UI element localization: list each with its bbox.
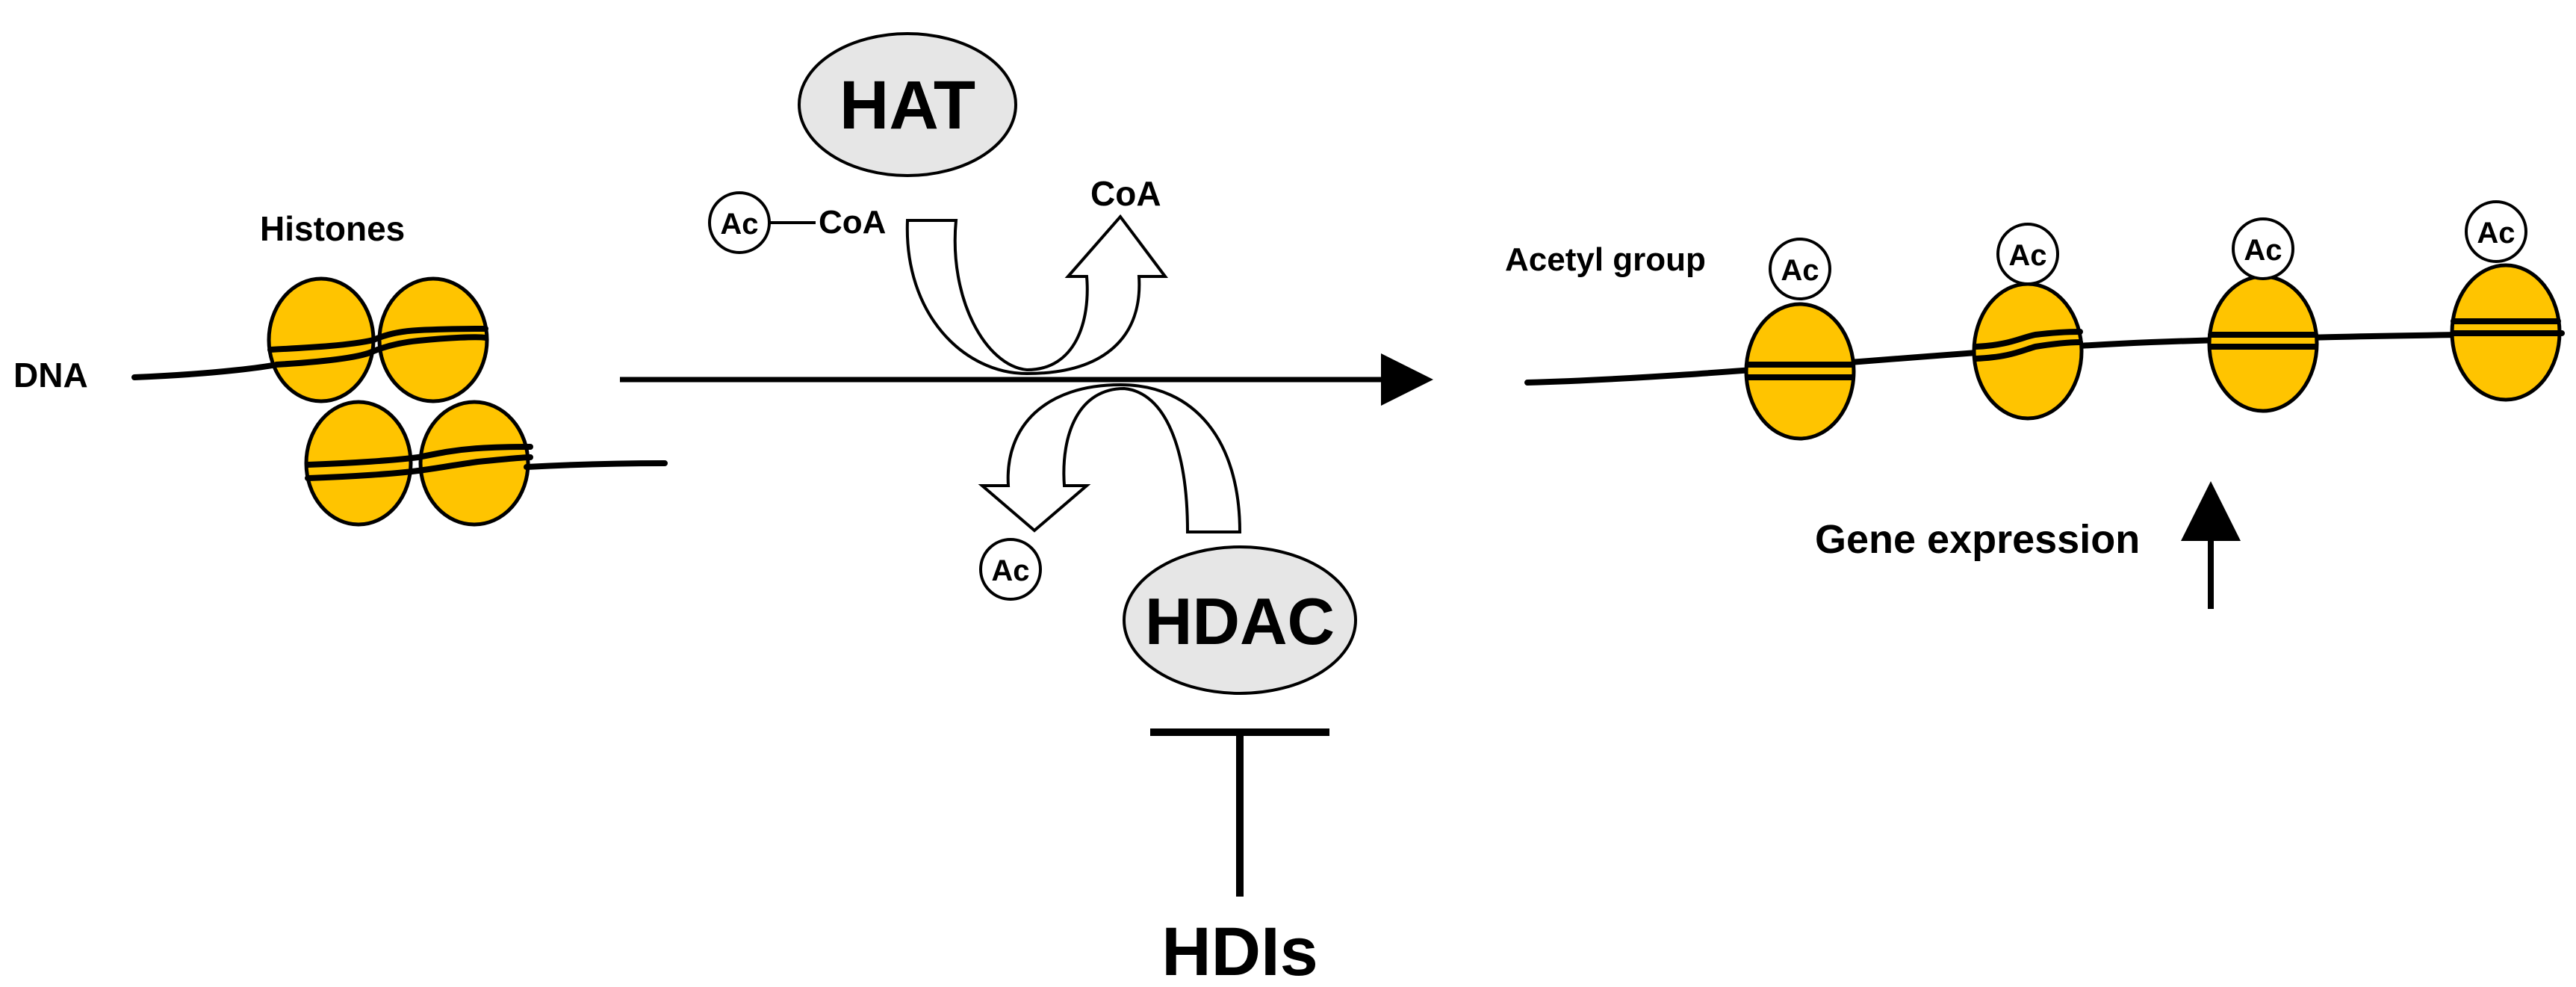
dna-wrap xyxy=(1973,329,2083,350)
hdac-removal-arrow xyxy=(978,383,1242,533)
ac-circle-released xyxy=(979,538,1042,601)
relaxed-chromatin: Ac Ac Ac Ac Acetyl group Gene expression xyxy=(1505,200,2565,609)
condensed-chromatin: DNA Histones xyxy=(13,209,668,527)
label-acetyl-group: Acetyl group xyxy=(1505,241,1706,278)
ac-circle-acetyl xyxy=(2465,200,2527,263)
label-histones: Histones xyxy=(260,209,405,248)
acetylation-reaction: HAT Ac CoA CoA Ac HDAC HDIs xyxy=(620,32,1433,987)
ac-circle-acetyl xyxy=(1769,238,1831,300)
label-ac-3: Ac xyxy=(2244,234,2282,267)
dna-strand-wrap-lower xyxy=(305,454,533,481)
dna-strand-wrap-upper xyxy=(273,334,488,368)
label-ac-donor: Ac xyxy=(720,208,758,241)
label-ac-1: Ac xyxy=(1781,254,1819,287)
label-hat: HAT xyxy=(839,67,975,143)
label-hdis: HDIs xyxy=(1161,914,1318,987)
hdac-enzyme xyxy=(1123,545,1357,695)
dna-wrap xyxy=(1973,339,2083,362)
dna-strand-wrap-upper-2 xyxy=(267,326,488,353)
hat-transfer-arrow xyxy=(905,214,1168,376)
dna-strand-upper xyxy=(131,362,279,380)
dna-strand-relaxed xyxy=(1524,330,2565,386)
label-dna: DNA xyxy=(13,356,88,395)
label-coa-donor: CoA xyxy=(819,204,886,241)
label-coa-released: CoA xyxy=(1090,174,1161,213)
hat-enzyme xyxy=(798,32,1017,177)
histone xyxy=(1744,302,1856,441)
ac-circle-acetyl xyxy=(1996,223,2059,285)
label-hdac: HDAC xyxy=(1145,584,1335,658)
ac-circle-acetyl xyxy=(2232,217,2294,280)
label-ac-released: Ac xyxy=(991,554,1029,587)
label-ac-2: Ac xyxy=(2008,239,2046,272)
dna-strand-lower xyxy=(524,460,668,470)
label-ac-4: Ac xyxy=(2477,217,2515,250)
label-gene-expression: Gene expression xyxy=(1815,517,2140,562)
dna-strand-wrap-lower-2 xyxy=(305,444,533,468)
